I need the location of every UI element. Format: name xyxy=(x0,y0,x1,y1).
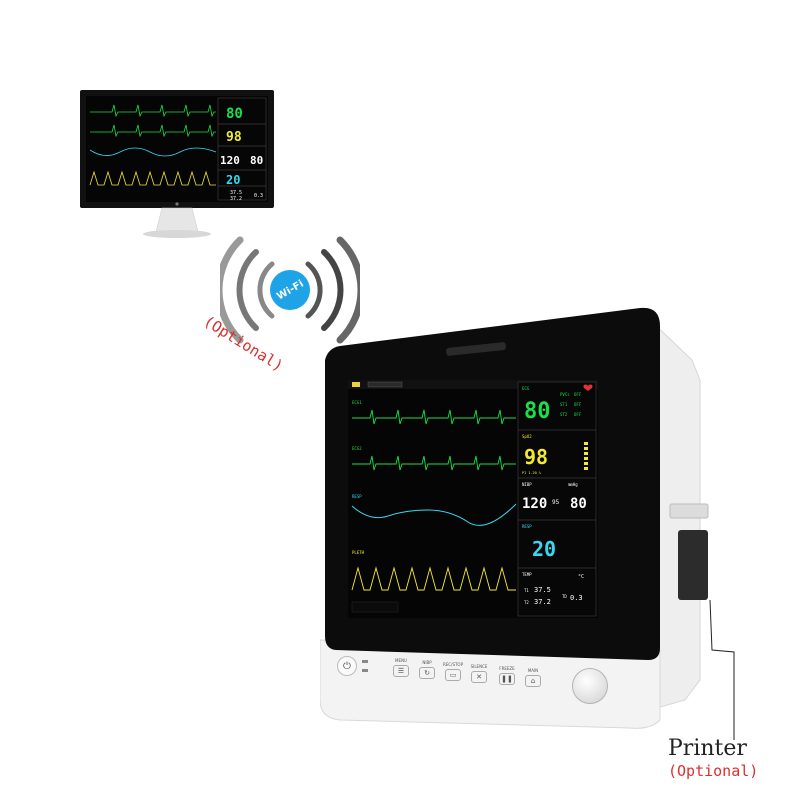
nibp-unit: mmHg xyxy=(568,482,578,487)
t2-value: 37.2 xyxy=(534,598,551,606)
remote-ecg2-wave xyxy=(90,124,216,138)
rec-stop-button-label: REC/STOP xyxy=(443,662,463,667)
temp-panel-label: TEMP xyxy=(522,572,532,577)
remote-ecg1-wave xyxy=(90,104,216,118)
remote-display: 80 98 120 80 20 37.5 37.2 0.3 xyxy=(80,90,274,240)
printer-optional-label: (Optional) xyxy=(668,762,759,780)
ecg-pvcs-value: OFF xyxy=(574,392,582,397)
spo2-pi: PI 1.20 % xyxy=(522,471,542,475)
wave-pleth xyxy=(351,566,516,591)
remote-logo xyxy=(175,202,179,206)
spo2-bar-graph xyxy=(584,442,588,470)
main-icon: ⌂ xyxy=(525,675,541,687)
main-button-label: MAIN xyxy=(527,668,539,673)
nibp-map-value: 95 xyxy=(552,499,560,506)
spo2-panel-label: SpO2 xyxy=(522,434,532,439)
ecg-st1-value: OFF xyxy=(574,402,582,407)
ecg-pvcs-label: PVCs xyxy=(560,392,570,397)
printer-paper-slot xyxy=(669,503,709,519)
remote-t2-value: 37.2 xyxy=(230,196,242,202)
printer-slot xyxy=(678,530,708,600)
freeze-icon: ❚❚ xyxy=(499,673,515,685)
ecg-st2-value: OFF xyxy=(574,412,582,417)
remote-nibp-sys: 120 xyxy=(220,154,240,167)
nibp-panel-label: NIBP xyxy=(522,482,532,487)
menu-icon: ☰ xyxy=(393,665,409,677)
status-battery-icon xyxy=(352,382,360,387)
spo2-value: 98 xyxy=(524,445,548,469)
wifi-wave-left-2 xyxy=(236,249,259,331)
printer-label: Printer xyxy=(668,736,747,761)
menu-button[interactable]: MENU ☰ xyxy=(388,658,414,688)
freeze-button[interactable]: FREEZE ❚❚ xyxy=(492,666,522,696)
remote-resp-value: 20 xyxy=(226,173,240,187)
param-panel xyxy=(517,381,597,617)
record-icon: ▭ xyxy=(445,669,461,681)
remote-t1-value: 37.5 xyxy=(230,190,242,196)
resp-panel-label: RESP xyxy=(522,524,532,529)
td-label: TD xyxy=(562,594,567,599)
wave-resp xyxy=(351,503,517,526)
status-bar xyxy=(348,380,598,389)
monitor-front-panel xyxy=(319,639,661,729)
temp-unit: °C xyxy=(578,574,584,580)
nibp-icon: ↻ xyxy=(419,667,435,679)
wifi-badge-label: Wi-Fi xyxy=(274,278,306,302)
bottom-info-box xyxy=(351,601,399,613)
monitor-handle-slot xyxy=(446,342,506,356)
silence-icon: ✕ xyxy=(471,671,487,683)
ecg-panel-label: ECG xyxy=(522,386,530,391)
wave-ecg1 xyxy=(352,409,516,425)
remote-spo2-value: 98 xyxy=(226,130,242,145)
rec-stop-button[interactable]: REC/STOP ▭ xyxy=(438,662,468,692)
nibp-button[interactable]: NIBP ↻ xyxy=(414,660,440,690)
wave-pleth-label: PLETH xyxy=(352,550,365,555)
remote-display-graphic: 80 98 120 80 20 37.5 37.2 0.3 xyxy=(80,90,274,238)
indicator-lights xyxy=(362,660,380,680)
remote-pleth-wave xyxy=(89,170,216,186)
silence-button-label: SILENCE xyxy=(470,664,488,669)
ecg-st2-label: ST2 xyxy=(560,412,568,417)
monitor-screen: ECG1 ECG2 RESP PLETH ECG 80 PVCs ST1 ST2… xyxy=(348,380,598,618)
remote-hr-value: 80 xyxy=(226,106,243,122)
nibp-dia-value: 80 xyxy=(570,496,587,512)
remote-nibp-dia: 80 xyxy=(250,154,263,167)
main-button[interactable]: MAIN ⌂ xyxy=(520,668,546,698)
silence-button[interactable]: SILENCE ✕ xyxy=(464,664,494,694)
t1-value: 37.5 xyxy=(534,586,551,594)
freeze-button-label: FREEZE xyxy=(499,666,515,671)
remote-param-panel xyxy=(217,97,267,201)
status-info xyxy=(367,381,403,388)
remote-stand-base xyxy=(143,230,211,238)
menu-button-label: MENU xyxy=(395,658,407,663)
t1-label: T1 xyxy=(524,588,529,593)
heart-icon xyxy=(583,384,593,391)
power-button[interactable]: ⏻ xyxy=(337,656,357,676)
wifi-badge: Wi-Fi xyxy=(270,270,310,310)
wifi-wave-right-2 xyxy=(321,249,344,331)
hr-value: 80 xyxy=(524,399,551,424)
wave-ecg2-label: ECG2 xyxy=(352,446,362,451)
remote-resp-wave xyxy=(89,147,217,157)
remote-td-value: 0.3 xyxy=(254,193,263,199)
resp-value: 20 xyxy=(532,537,556,561)
wifi-wave-left-1 xyxy=(257,261,275,319)
td-value: 0.3 xyxy=(570,594,583,602)
remote-stand xyxy=(155,207,199,233)
wifi-wave-right-1 xyxy=(305,261,323,319)
wave-ecg2 xyxy=(352,455,516,471)
nibp-button-label: NIBP xyxy=(422,660,432,665)
t2-label: T2 xyxy=(524,600,529,605)
power-icon: ⏻ xyxy=(343,660,351,672)
wave-resp-label: RESP xyxy=(352,494,362,499)
screen-graphic: ECG1 ECG2 RESP PLETH ECG 80 PVCs ST1 ST2… xyxy=(348,380,598,617)
ecg-st1-label: ST1 xyxy=(560,402,568,407)
wave-ecg1-label: ECG1 xyxy=(352,400,362,405)
nibp-sys-value: 120 xyxy=(522,496,547,512)
rotary-knob[interactable] xyxy=(572,668,608,704)
